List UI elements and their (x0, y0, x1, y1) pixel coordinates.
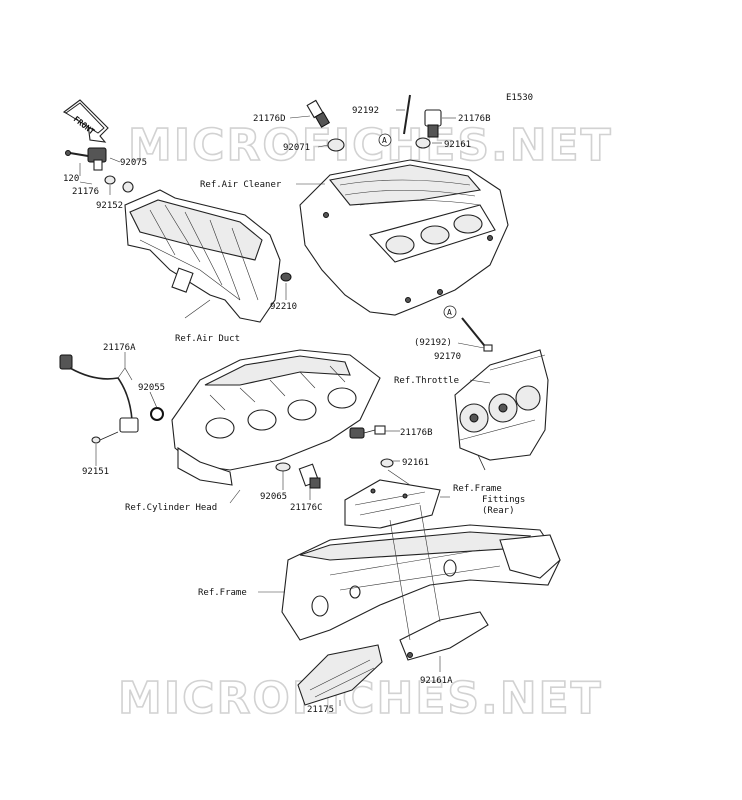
part-120-bolt (65, 150, 89, 157)
diagram-code: E1530 (506, 93, 533, 103)
front-arrow-icon: FRONT (62, 99, 109, 143)
label-120: 120 (63, 174, 79, 184)
label-92210: 92210 (270, 302, 297, 312)
label-92170: 92170 (434, 352, 461, 362)
callout-a-top: A (378, 133, 392, 147)
frame-fittings-bracket (344, 479, 441, 529)
label-21176D: 21176D (253, 114, 286, 124)
watermark-top: MICROFICHES.NET (128, 120, 613, 171)
label-92161-mid: 92161 (402, 458, 429, 468)
label-92055: 92055 (138, 383, 165, 393)
label-92161A: 92161A (420, 676, 453, 686)
label-21176B-mid: 21176B (400, 428, 433, 438)
part-21176A-sensor (59, 354, 139, 433)
part-92152-grommet (104, 175, 116, 185)
ecu-21175 (297, 644, 383, 706)
label-21176B-top: 21176B (458, 114, 491, 124)
label-air-duct: Ref.Air Duct (175, 334, 240, 344)
label-21176: 21176 (72, 187, 99, 197)
part-21176D-sensor (306, 99, 331, 128)
svg-text:A: A (382, 136, 387, 145)
cylinder-head-assembly (171, 349, 381, 486)
label-92192-top: 92192 (352, 106, 379, 116)
label-92152: 92152 (96, 201, 123, 211)
leader-lines (79, 109, 491, 706)
part-21176B-sensor-top (424, 109, 442, 138)
label-92161-top: 92161 (444, 140, 471, 150)
throttle-body-assembly (454, 349, 549, 471)
frame-assembly (281, 524, 561, 641)
label-cylinder-head: Ref.Cylinder Head (125, 503, 217, 513)
label-frame-fittings-2: Fittings (482, 495, 525, 505)
part-92192-bolt-top (403, 94, 411, 135)
label-frame-fittings-3: (Rear) (482, 506, 515, 516)
label-21176A: 21176A (103, 343, 136, 353)
label-21175: 21175 (307, 705, 334, 715)
label-21176C: 21176C (290, 503, 323, 513)
part-92161-grommet-top (415, 137, 431, 149)
label-air-cleaner: Ref.Air Cleaner (200, 180, 282, 190)
label-frame: Ref.Frame (198, 588, 247, 598)
part-92151-bolt (91, 431, 119, 444)
label-92075: 92075 (120, 158, 147, 168)
part-92065-gasket (275, 462, 291, 472)
part-92071-grommet (327, 138, 345, 152)
label-92192-paren: (92192) (414, 338, 452, 348)
label-frame-fittings-1: Ref.Frame (453, 484, 502, 494)
air-cleaner-assembly (299, 159, 509, 316)
label-92071: 92071 (283, 143, 310, 153)
part-92055-o-ring (150, 407, 164, 421)
part-21176B-sensor-mid (349, 425, 386, 439)
part-labels: 21176D 92192 21176B 92071 92161 Ref.Air … (63, 106, 525, 715)
part-92075-grommet (122, 181, 134, 193)
label-92151: 92151 (82, 467, 109, 477)
callout-a-mid: A (443, 305, 457, 319)
label-92065: 92065 (260, 492, 287, 502)
svg-text:A: A (447, 308, 452, 317)
air-duct-assembly (124, 189, 281, 323)
part-92210-cap (280, 272, 292, 282)
part-21176C-sensor (298, 463, 321, 489)
part-92170-bolt (461, 317, 493, 352)
part-92161-grommet-mid (380, 458, 394, 468)
part-21176-sensor (87, 147, 107, 171)
bracket-92161A (399, 611, 489, 661)
label-throttle: Ref.Throttle (394, 376, 459, 386)
